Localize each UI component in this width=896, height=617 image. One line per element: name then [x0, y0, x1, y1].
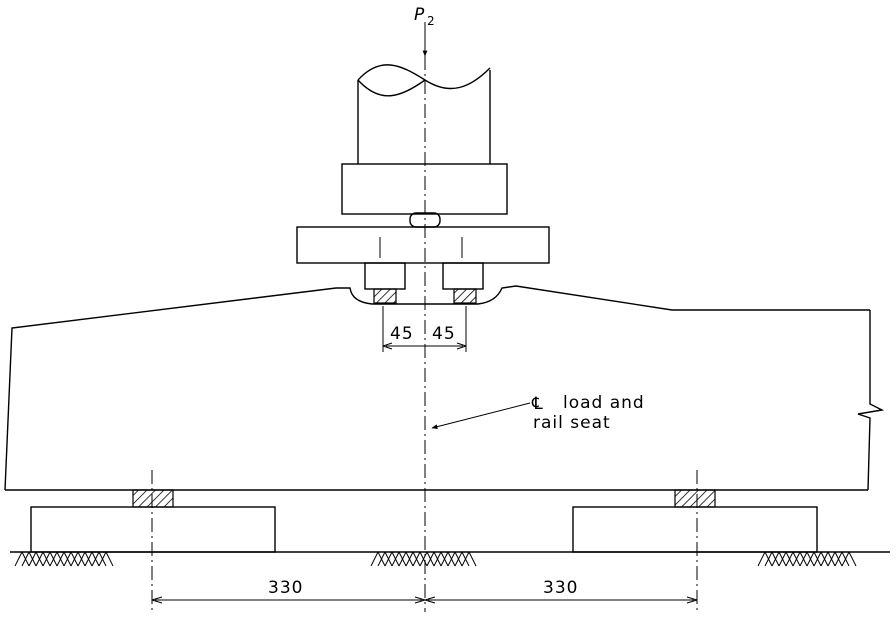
ground-hatch-line — [42, 551, 51, 567]
ground-hatch-line — [14, 551, 23, 567]
pad-offset-left-label: 45 — [390, 324, 414, 344]
load-p2: P 2 — [414, 5, 435, 57]
ground-hatch-line — [813, 551, 822, 567]
ground-hatch-line — [391, 551, 400, 567]
ground-hatch-line — [834, 551, 843, 567]
ground-hatch-line — [820, 551, 829, 567]
support-span-dimension: 330 330 — [151, 578, 698, 604]
ground-hatch-line — [461, 551, 470, 567]
centerline-label-line2: rail seat — [533, 413, 611, 433]
ground-hatch-line — [405, 551, 414, 567]
support-bearing-right — [674, 489, 716, 508]
ground-hatch-line — [785, 551, 794, 567]
ground-hatch-line — [105, 551, 114, 567]
ground-hatch-line — [440, 551, 449, 567]
ground-hatch-line — [468, 551, 477, 567]
ground-hatch-line — [447, 551, 456, 567]
ground-hatch-line — [56, 551, 65, 567]
ground-hatch-line — [91, 551, 100, 567]
load-pad-left — [364, 237, 406, 304]
load-label: P — [414, 5, 425, 25]
ground-hatch-line — [827, 551, 836, 567]
support-block-left — [30, 506, 276, 553]
ground-hatch-line — [28, 551, 37, 567]
ground-hatch-line — [757, 551, 766, 567]
centerline-symbol: ℄ — [531, 394, 544, 414]
ground-hatch-line — [799, 551, 808, 567]
load-spreader-beam — [296, 226, 550, 264]
left-span-label: 330 — [268, 578, 303, 598]
ground-hatch-line — [426, 551, 435, 567]
support-block-right — [572, 506, 818, 553]
ground-hatch-line — [412, 551, 421, 567]
ground-hatch-line — [398, 551, 407, 567]
right-span-label: 330 — [543, 578, 578, 598]
ground-hatch-line — [84, 551, 93, 567]
ground-hatch-line — [384, 551, 393, 567]
concrete-sleeper — [4, 285, 885, 491]
ground-hatch-line — [841, 551, 850, 567]
ground-hatch-line — [848, 551, 857, 567]
ground-hatch-line — [419, 551, 428, 567]
ground-hatch-line — [35, 551, 44, 567]
ground-hatch-line — [70, 551, 79, 567]
ground-hatch-line — [764, 551, 773, 567]
ground-hatch-line — [771, 551, 780, 567]
ground-hatch-line — [377, 551, 386, 567]
loading-ram — [357, 64, 491, 164]
ground-hatch-line — [806, 551, 815, 567]
ground-hatch-line — [792, 551, 801, 567]
support-bearing-left — [132, 489, 174, 508]
ground-hatch-line — [63, 551, 72, 567]
ground — [10, 551, 890, 567]
load-pad-right — [442, 237, 484, 304]
ground-hatch-line — [49, 551, 58, 567]
ground-hatch-line — [77, 551, 86, 567]
ground-hatch-line — [370, 551, 379, 567]
ground-hatch-line — [778, 551, 787, 567]
centerline-label-line1: load and — [563, 393, 645, 413]
centerline-annotation: ℄ load and rail seat — [431, 393, 645, 433]
pad-offset-right-label: 45 — [432, 324, 456, 344]
load-subscript: 2 — [427, 14, 435, 28]
ground-hatch-line — [21, 551, 30, 567]
ground-hatch-line — [454, 551, 463, 567]
ground-hatch-line — [433, 551, 442, 567]
ground-hatch-line — [98, 551, 107, 567]
